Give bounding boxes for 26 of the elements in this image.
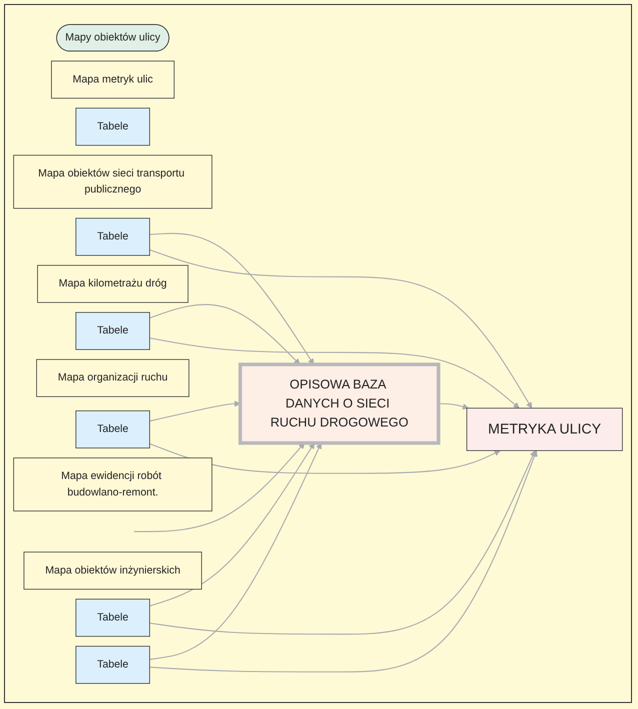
arrow xyxy=(150,232,314,364)
arrow xyxy=(149,442,500,474)
node-box: Tabele xyxy=(76,217,150,256)
node-box: Tabele xyxy=(76,645,150,684)
arrow xyxy=(150,450,538,672)
arrow xyxy=(438,402,469,410)
node-box: Tabele xyxy=(76,410,150,448)
arrow xyxy=(150,336,520,408)
node-box: Mapa obiektów inżynierskich xyxy=(24,551,202,590)
node-box: OPISOWA BAZA DANYCH O SIECI RUCHU DROGOWEGO xyxy=(238,362,440,444)
node-box: Mapa kilometrażu dróg xyxy=(37,264,188,302)
arrow xyxy=(150,442,315,606)
node-box: Tabele xyxy=(76,107,150,146)
node-box: Mapa ewidencji robót budowlano-remont. xyxy=(13,457,212,511)
node-box: Mapa metryk ulic xyxy=(51,60,175,98)
arrow xyxy=(150,400,240,422)
arrow xyxy=(150,248,532,408)
node-box: Mapa organizacji ruchu xyxy=(36,358,190,397)
node-box: Tabele xyxy=(76,598,150,636)
arrow xyxy=(134,442,305,532)
arrow xyxy=(150,442,322,660)
node-box: Mapa obiektów sieci transportu publicznego xyxy=(13,154,212,208)
arrow xyxy=(150,304,300,364)
arrow xyxy=(150,450,536,634)
node-box: Tabele xyxy=(76,312,150,350)
node-box: METRYKA ULICY xyxy=(466,407,623,450)
